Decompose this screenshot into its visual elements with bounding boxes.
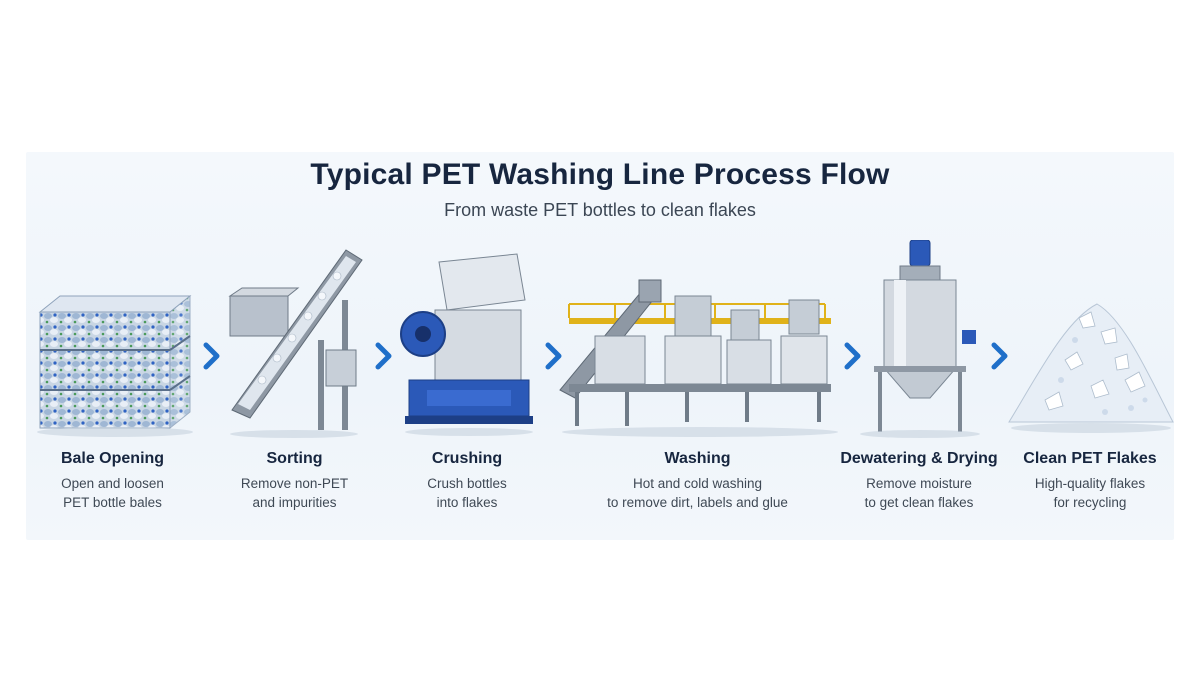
step-label: Bale Opening xyxy=(60,450,165,467)
chevron-right-icon xyxy=(844,342,861,370)
bottle-bale-icon xyxy=(37,294,193,437)
step-label: Dewatering & Drying xyxy=(840,450,998,467)
chevron-right-icon xyxy=(991,342,1008,370)
step-label: Clean PET Flakes xyxy=(1023,450,1157,467)
step-label: Crushing xyxy=(431,450,503,467)
chevron-right-icon xyxy=(375,342,392,370)
page-subtitle: From waste PET bottles to clean flakes xyxy=(444,200,756,220)
step-label: Sorting xyxy=(266,450,323,467)
chevron-right-icon xyxy=(203,342,220,370)
step-label: Washing xyxy=(664,450,731,467)
page-title: Typical PET Washing Line Process Flow xyxy=(310,158,890,191)
flake-pile-icon xyxy=(1008,303,1174,433)
chevron-right-icon xyxy=(545,342,562,370)
washing-line-icon xyxy=(559,279,838,437)
crusher-icon xyxy=(400,253,533,436)
dryer-tank-icon xyxy=(860,240,980,438)
conveyor-icon xyxy=(228,249,363,438)
